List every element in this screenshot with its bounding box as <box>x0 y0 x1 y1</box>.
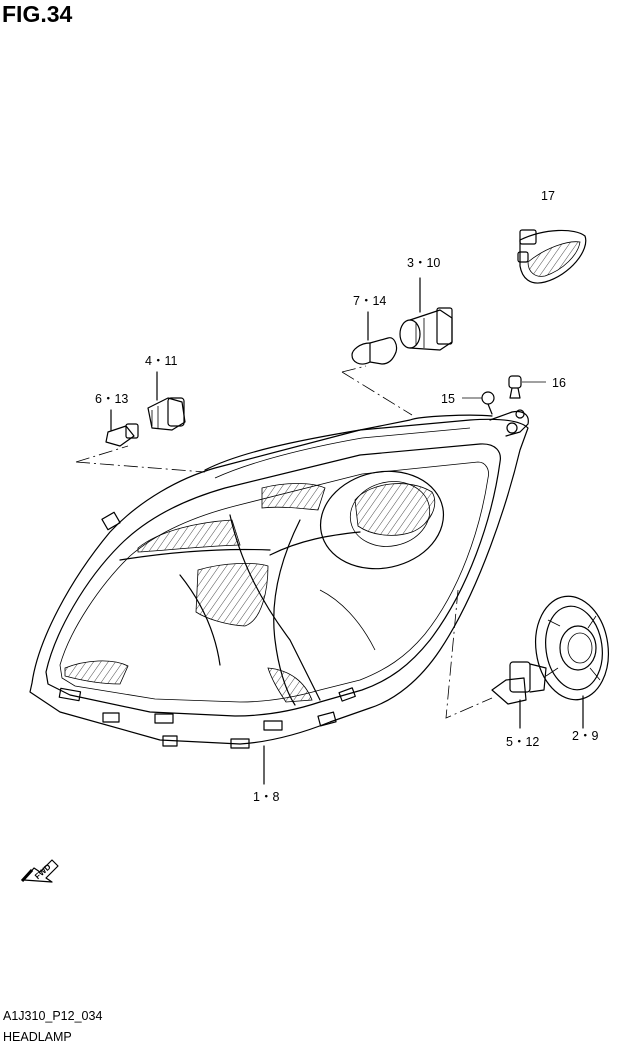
callout-3-10: 3・10 <box>407 256 440 270</box>
headlamp-bulb[interactable] <box>491 661 547 729</box>
headlamp-assembly[interactable] <box>29 409 529 749</box>
turn-signal-socket[interactable] <box>399 277 453 351</box>
callout-5-12: 5・12 <box>506 735 539 749</box>
callout-6-13: 6・13 <box>95 392 128 406</box>
callout-2-9: 2・9 <box>572 729 598 743</box>
callout-4-11: 4・11 <box>145 354 177 368</box>
clip-nut[interactable] <box>508 375 546 399</box>
headlamp-rubber-cap[interactable] <box>529 591 615 729</box>
callout-15: 15 <box>441 392 455 406</box>
position-lamp-bulb[interactable] <box>105 409 139 447</box>
position-lamp-socket[interactable] <box>147 371 186 431</box>
callout-1-8: 1・8 <box>253 790 279 804</box>
callout-17: 17 <box>541 189 555 203</box>
callout-7-14: 7・14 <box>353 294 386 308</box>
mounting-screw[interactable] <box>462 391 495 415</box>
fwd-label: FWD <box>33 862 53 881</box>
figure-code: A1J310_P12_034 <box>3 1009 103 1023</box>
callout-16: 16 <box>552 376 566 390</box>
figure-caption: HEADLAMP <box>3 1030 72 1044</box>
figure-title: FIG.34 <box>2 1 73 27</box>
turn-signal-bulb[interactable] <box>351 311 398 365</box>
side-marker-lamp[interactable] <box>517 229 587 284</box>
fwd-arrow-icon: FWD <box>20 859 59 883</box>
